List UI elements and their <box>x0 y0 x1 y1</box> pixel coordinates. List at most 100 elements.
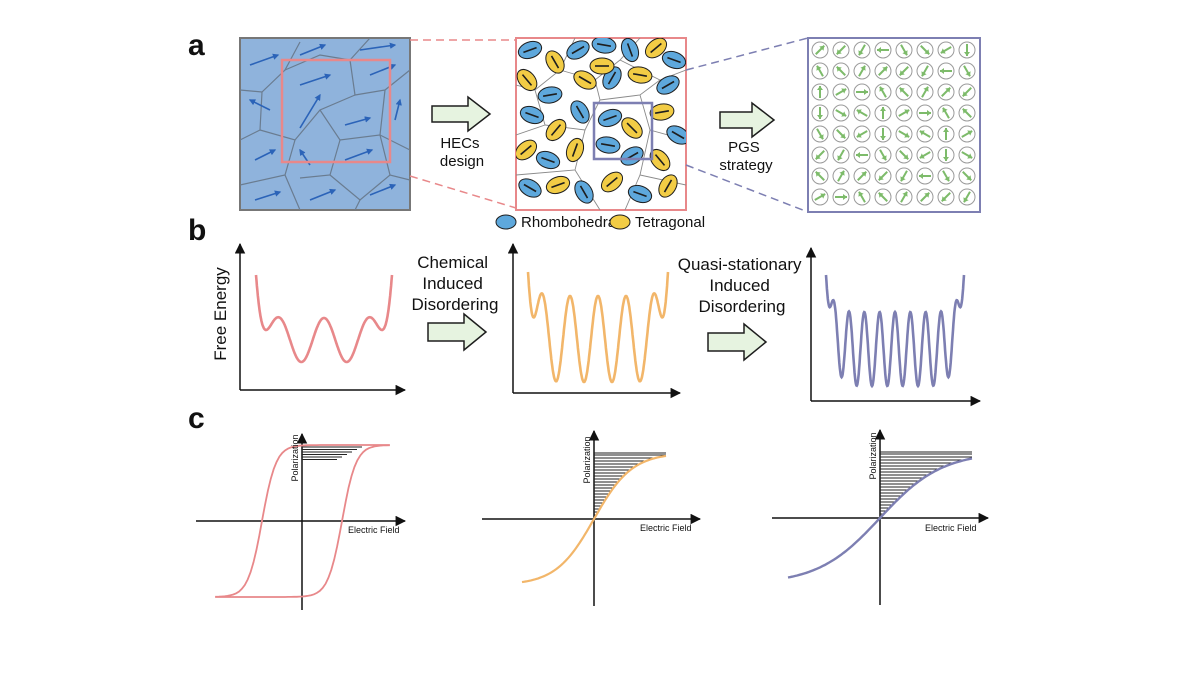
domain-arrow <box>650 42 662 54</box>
dipole-arrowhead <box>856 109 862 115</box>
dipole-arrowhead <box>841 111 847 117</box>
dipole-arrowhead <box>923 86 929 92</box>
hysteresis-loop-2 <box>521 454 667 584</box>
free-energy-label: Free Energy <box>211 267 230 361</box>
domain-arrow <box>607 71 617 85</box>
dipole-arrowhead <box>919 173 923 179</box>
dipole-arrowhead <box>843 194 847 200</box>
dipole-arrowhead <box>940 68 944 74</box>
domain-arrow <box>550 124 562 136</box>
dipole-arrowhead <box>964 52 970 56</box>
dipole-arrowhead <box>856 152 860 158</box>
energy-curve-2 <box>526 271 670 384</box>
dipole-arrowhead <box>903 154 909 160</box>
dipole-arrowhead <box>899 70 905 76</box>
panel-a-letter: a <box>188 29 205 62</box>
dipole-arrowhead <box>942 107 948 113</box>
dipole-arrowhead <box>879 86 885 92</box>
dipole-arrowhead <box>902 191 908 197</box>
domain-arrow <box>521 74 533 86</box>
block-arrow-right-icon <box>707 322 768 362</box>
dipole-arrowhead <box>900 176 906 182</box>
zoom-line-top-2 <box>685 37 809 71</box>
domain-arrow <box>667 56 681 64</box>
polarization-label-3: Polarization <box>868 432 878 479</box>
circle-arrow-icon-grid <box>811 41 976 206</box>
dipole-arrowhead <box>882 66 888 72</box>
dipole-arrowhead <box>858 191 864 197</box>
domain-arrow <box>575 105 585 119</box>
domain-arrow <box>571 45 585 55</box>
domain-arrow <box>579 185 589 199</box>
tetragonal-label: Tetragonal <box>635 214 705 231</box>
dipole-arrowhead <box>940 48 946 54</box>
dipole-arrowhead <box>877 47 881 53</box>
dipole-arrowhead <box>967 130 973 136</box>
domain-arrow <box>654 109 670 115</box>
dipole-arrowhead <box>962 108 968 114</box>
domain-arrow <box>542 92 558 98</box>
domain-arrow <box>606 176 618 188</box>
dipole-arrowhead <box>880 136 886 140</box>
domain-arrow <box>525 111 539 119</box>
dipole-arrowhead <box>963 197 969 203</box>
dipole-arrowhead <box>962 91 968 97</box>
zoom-line-bottom-2 <box>685 164 809 213</box>
grain-structure-panel <box>239 37 411 211</box>
dipole-arrowhead <box>881 155 887 161</box>
dipole-arrowhead <box>880 107 886 111</box>
energy-storage-hatch-2 <box>594 452 666 516</box>
dipole-arrowhead <box>943 128 949 132</box>
domain-arrow <box>632 72 648 78</box>
domain-arrows <box>248 42 402 201</box>
domain-arrow <box>633 190 647 198</box>
domain-arrow <box>671 130 685 140</box>
dipole-arrowhead <box>967 153 973 159</box>
energy-plot-3 <box>805 246 982 407</box>
chemical-disordering-label: Chemical Induced Disordering <box>412 253 499 314</box>
energy-storage-hatch-3 <box>880 451 972 515</box>
dipole-arrowhead <box>904 109 910 115</box>
dipole-arrowhead <box>815 154 821 160</box>
domain-arrow <box>541 156 555 164</box>
dipole-arrowhead <box>864 89 868 95</box>
energy-curve-1 <box>254 274 394 364</box>
dipole-arrowhead <box>919 130 925 136</box>
zoom-line-bottom-1 <box>409 175 517 209</box>
dipole-arrowhead <box>919 153 925 159</box>
dipole-arrowhead <box>943 157 949 161</box>
phase-legend: Rhombohedral Tetragonal <box>495 214 705 231</box>
hysteresis-loop-1 <box>215 444 390 598</box>
dipole-arrowhead <box>878 175 884 181</box>
dipole-arrowhead <box>817 86 823 90</box>
domain-arrow <box>596 42 612 48</box>
pgs-strategy-label: PGS strategy <box>719 139 773 174</box>
polarization-label-1: Polarization <box>290 434 300 481</box>
domain-ellipses <box>516 38 686 204</box>
polarization-label-2: Polarization <box>582 436 592 483</box>
domain-arrow <box>626 122 638 134</box>
block-arrow-right-icon <box>719 101 776 139</box>
dipole-arrowhead <box>818 134 824 140</box>
polar-grid-panel <box>807 37 981 213</box>
dipole-arrowhead <box>944 176 950 182</box>
dipole-arrowhead <box>924 49 930 55</box>
dipole-arrowhead <box>817 115 823 119</box>
domain-arrow <box>520 144 532 156</box>
zoom-region-2 <box>592 101 654 161</box>
dipole-arrowhead <box>927 110 931 116</box>
domain-arrow <box>663 179 673 193</box>
domain-arrow <box>600 142 616 148</box>
dipole-arrowhead <box>904 132 910 138</box>
electric-field-label-1: Electric Field <box>348 525 400 535</box>
domain-arrow <box>578 75 592 85</box>
dipole-arrowhead <box>839 170 845 176</box>
domain-arrow <box>626 43 634 57</box>
domain-arrow <box>523 46 537 54</box>
dipole-arrowhead <box>840 133 846 139</box>
hysteresis-plot-3: Polarization Electric Field <box>772 428 990 605</box>
dipole-arrowhead <box>836 49 842 55</box>
block-arrow-right-icon <box>431 95 492 133</box>
